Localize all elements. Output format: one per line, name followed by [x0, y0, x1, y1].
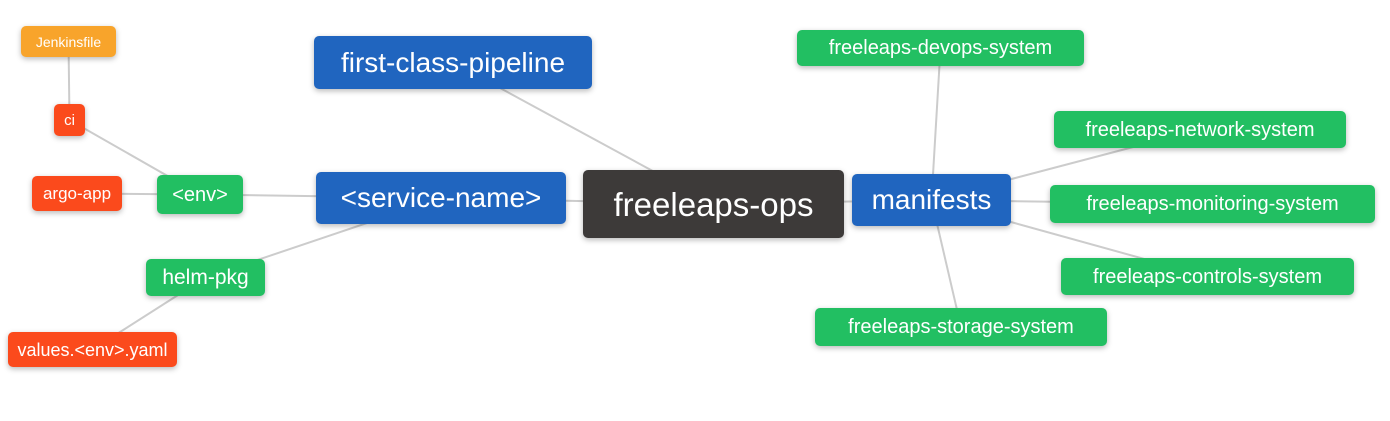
node-storage-system[interactable]: freeleaps-storage-system	[815, 308, 1107, 346]
node-label: freeleaps-storage-system	[848, 316, 1074, 338]
node-jenkinsfile[interactable]: Jenkinsfile	[21, 26, 116, 57]
node-values-env-yaml[interactable]: values.<env>.yaml	[8, 332, 177, 367]
node-label: Jenkinsfile	[35, 33, 102, 50]
node-argo-app[interactable]: argo-app	[32, 176, 122, 211]
node-label: freeleaps-controls-system	[1093, 265, 1322, 288]
node-label: values.<env>.yaml	[17, 339, 168, 360]
node-first-class-pipeline[interactable]: first-class-pipeline	[314, 36, 592, 89]
node-label: argo-app	[42, 184, 112, 203]
node-label: freeleaps-devops-system	[828, 37, 1053, 59]
node-label: freeleaps-monitoring-system	[1086, 193, 1339, 215]
node-network-system[interactable]: freeleaps-network-system	[1054, 111, 1346, 148]
node-label: freeleaps-ops	[613, 185, 814, 223]
node-ci[interactable]: ci	[54, 104, 85, 136]
node-label: ci	[64, 111, 75, 129]
node-monitoring-system[interactable]: freeleaps-monitoring-system	[1050, 185, 1375, 223]
node-helm-pkg[interactable]: helm-pkg	[146, 259, 265, 296]
node-label: manifests	[871, 184, 992, 215]
node-manifests[interactable]: manifests	[852, 174, 1011, 226]
node-controls-system[interactable]: freeleaps-controls-system	[1061, 258, 1354, 295]
node-service-name[interactable]: <service-name>	[316, 172, 566, 224]
node-label: helm-pkg	[162, 266, 249, 289]
node-env[interactable]: <env>	[157, 175, 243, 214]
node-label: <service-name>	[340, 182, 542, 213]
node-freeleaps-ops[interactable]: freeleaps-ops	[583, 170, 844, 238]
node-label: <env>	[172, 183, 228, 206]
node-devops-system[interactable]: freeleaps-devops-system	[797, 30, 1084, 66]
node-label: freeleaps-network-system	[1085, 118, 1315, 141]
node-label: first-class-pipeline	[340, 46, 566, 78]
